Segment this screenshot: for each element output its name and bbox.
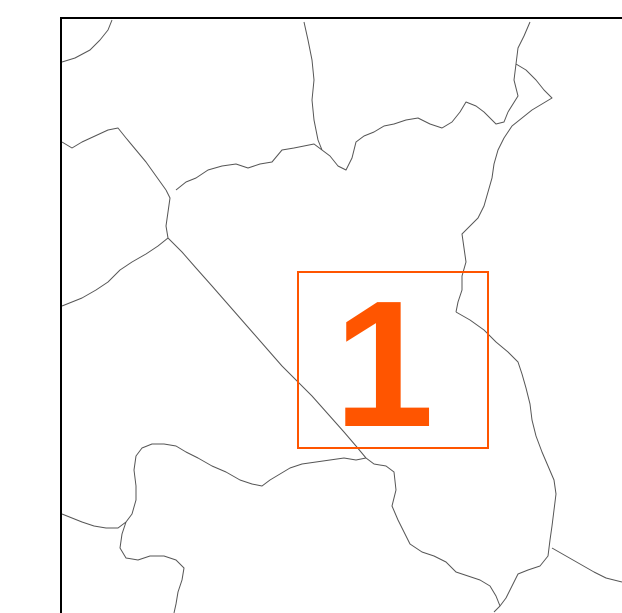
boundary-long-diagonal (167, 237, 397, 491)
boundary-southeast-branch (551, 547, 622, 583)
boundary-south-lobe (119, 521, 185, 613)
boundary-upper-left-to-junction (61, 127, 167, 191)
boundary-top-left (61, 19, 113, 63)
area-marker-1[interactable]: 1 (297, 264, 489, 465)
boundary-northeast-loop (455, 63, 553, 313)
boundary-northeast-corner (507, 21, 531, 113)
boundary-north-central (175, 101, 509, 191)
boundary-junction-west (61, 237, 169, 307)
area-marker-box (297, 271, 489, 449)
boundary-southwest-ridge (61, 443, 367, 529)
boundary-north-vertical (303, 21, 323, 151)
boundary-south-central (391, 489, 501, 607)
boundary-junction-vertical (165, 189, 171, 239)
boundary-east-river (455, 311, 557, 613)
area-marker-label: 1 (334, 264, 434, 465)
